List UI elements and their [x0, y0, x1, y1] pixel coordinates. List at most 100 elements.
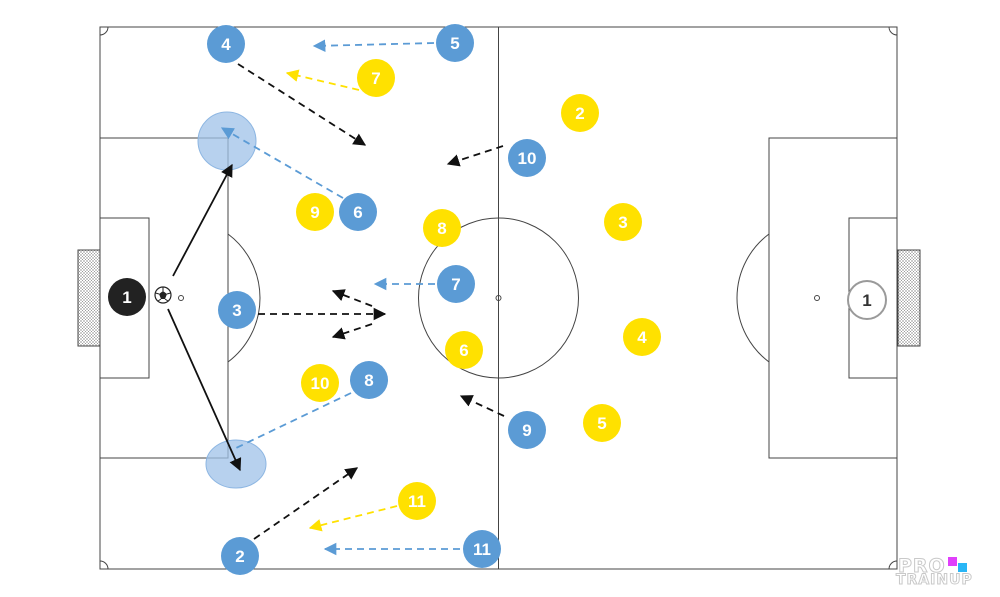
- player-token: [847, 280, 887, 320]
- player-yellow-3: 3: [604, 203, 642, 241]
- player-number: 7: [451, 275, 460, 294]
- left-goal: [77, 249, 101, 347]
- run-arrow-3-up: [331, 289, 373, 307]
- player-token: [583, 404, 621, 442]
- pass-arrow-bottom: [167, 308, 242, 472]
- corner-arc-bl: [99, 560, 109, 570]
- blue-line-8: [235, 392, 352, 449]
- run-arrow-10: [446, 145, 504, 167]
- player-token: [508, 139, 546, 177]
- player-number: 10: [518, 149, 537, 168]
- player-number: 6: [353, 203, 362, 222]
- player-number: 3: [618, 213, 627, 232]
- player-yellow-4: 4: [623, 318, 661, 356]
- logo-line-2: TRAINUP: [896, 572, 973, 589]
- player-yellow-8: 8: [423, 209, 461, 247]
- player-number: 9: [522, 421, 531, 440]
- player-token: [423, 209, 461, 247]
- player-number: 1: [122, 288, 131, 307]
- player-number: 7: [371, 69, 380, 88]
- player-number: 5: [450, 34, 459, 53]
- player-number: 10: [311, 374, 330, 393]
- yellow-run-arrows: [285, 69, 398, 532]
- player-token: [561, 94, 599, 132]
- player-token: [463, 530, 501, 568]
- pass-arrows: [167, 163, 242, 472]
- player-yellow-9: 9: [296, 193, 334, 231]
- run-arrow-4: [237, 63, 367, 146]
- player-blue-9: 9: [508, 411, 546, 449]
- right-goal: [897, 249, 921, 347]
- player-token: [207, 25, 245, 63]
- player-blue-6: 6: [339, 193, 377, 231]
- player-token: [437, 265, 475, 303]
- left-penalty-spot: [178, 295, 184, 301]
- target-zone-bottom: [205, 439, 267, 489]
- player-number: 11: [408, 492, 426, 511]
- player-number: 11: [473, 540, 491, 559]
- player-number: 2: [235, 547, 244, 566]
- player-yellow-5: 5: [583, 404, 621, 442]
- player-yellow-gk: 1: [847, 280, 887, 320]
- corner-arc-tr: [888, 26, 898, 36]
- player-token: [623, 318, 661, 356]
- player-blue-gk: 1: [108, 278, 146, 316]
- player-number: 4: [637, 328, 647, 347]
- player-token: [508, 411, 546, 449]
- ball: [154, 286, 172, 304]
- player-yellow-11: 11: [398, 482, 436, 520]
- player-token: [339, 193, 377, 231]
- logo-square-magenta: [948, 557, 957, 566]
- right-penalty-arc: [736, 233, 770, 363]
- player-yellow-7: 7: [357, 59, 395, 97]
- player-blue-3: 3: [218, 291, 256, 329]
- player-blue-5: 5: [436, 24, 474, 62]
- player-number: 4: [221, 35, 231, 54]
- left-penalty-arc: [227, 233, 261, 363]
- logo-square-cyan: [958, 563, 967, 572]
- player-token: [221, 537, 259, 575]
- corner-arc-tl: [99, 26, 109, 36]
- run-arrow-3-down: [331, 323, 373, 340]
- player-token: [604, 203, 642, 241]
- corner-arc-br: [888, 560, 898, 570]
- yellow-arrow-11: [308, 505, 398, 532]
- player-token: [436, 24, 474, 62]
- player-number: 8: [437, 219, 446, 238]
- player-number: 6: [459, 341, 468, 360]
- center-spot: [495, 295, 502, 301]
- player-token: [357, 59, 395, 97]
- protrainup-logo: PRO TRAINUP: [896, 555, 986, 589]
- center-circle: [418, 217, 579, 379]
- player-token: [108, 278, 146, 316]
- black-run-arrows: [237, 63, 505, 540]
- player-number: 1: [862, 291, 871, 310]
- player-number: 5: [597, 414, 606, 433]
- right-penalty-spot: [814, 295, 820, 301]
- player-number: 2: [575, 104, 584, 123]
- player-blue-2: 2: [221, 537, 259, 575]
- player-blue-4: 4: [207, 25, 245, 63]
- player-blue-8: 8: [350, 361, 388, 399]
- yellow-arrow-7: [285, 69, 360, 91]
- player-number: 9: [310, 203, 319, 222]
- blue-run-arrows: [220, 39, 460, 556]
- player-token: [350, 361, 388, 399]
- player-token: [301, 364, 339, 402]
- player-token: [296, 193, 334, 231]
- blue-arrow-5: [312, 39, 435, 53]
- player-yellow-2: 2: [561, 94, 599, 132]
- player-blue-11: 11: [463, 530, 501, 568]
- pitch-markings: [99, 26, 898, 570]
- run-arrow-9: [459, 395, 505, 417]
- player-blue-10: 10: [508, 139, 546, 177]
- player-yellow-10: 10: [301, 364, 339, 402]
- logo-line-1: PRO: [898, 555, 946, 578]
- player-number: 3: [232, 301, 241, 320]
- player-token: [445, 331, 483, 369]
- pass-arrow-top: [172, 163, 233, 277]
- player-token: [398, 482, 436, 520]
- target-zone-top: [197, 111, 257, 171]
